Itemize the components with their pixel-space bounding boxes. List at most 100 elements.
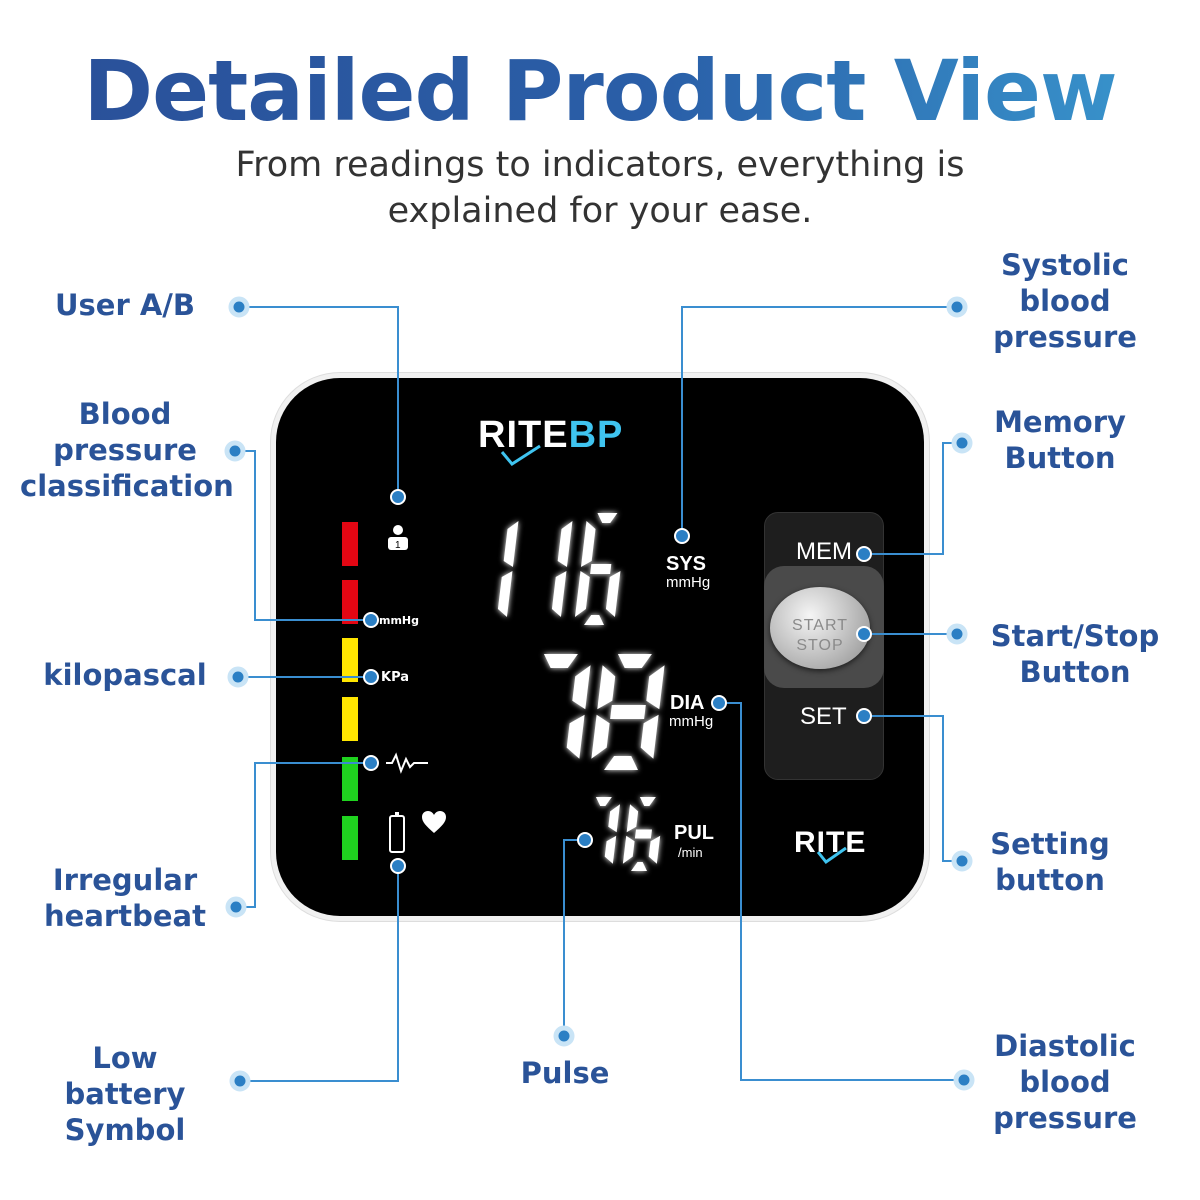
dot-battery <box>229 1070 251 1092</box>
classification-bar-red-1 <box>342 522 358 566</box>
sys-digit-2 <box>574 513 621 625</box>
segment-d <box>604 756 638 770</box>
pul-label: PUL <box>674 822 714 844</box>
dia-unit: mmHg <box>669 713 714 730</box>
page-subtitle: From readings to indicators, everything … <box>235 145 965 231</box>
kpa-indicator: KPa <box>381 670 410 685</box>
classification-bar-yellow-2 <box>342 697 358 741</box>
segment-b <box>646 665 665 710</box>
sys-digit-1 <box>551 521 573 617</box>
dot-irregular <box>225 896 247 918</box>
anchor-setting <box>856 708 872 724</box>
anchor-mmhg <box>363 612 379 628</box>
sys-label: SYS <box>666 553 707 575</box>
segment-d <box>584 615 604 625</box>
anchor-memory <box>856 546 872 562</box>
dot-systolic <box>946 296 968 318</box>
callout-diastolic: Diastolic blood pressure <box>993 1029 1137 1135</box>
battery-icon <box>389 812 405 853</box>
dot-memory <box>951 432 973 454</box>
leader-lines <box>235 306 964 1082</box>
segment-a <box>543 654 578 668</box>
heartbeat-icon <box>386 752 428 774</box>
callout-kilopascal: kilopascal <box>43 658 207 692</box>
segment-a <box>597 513 618 523</box>
page-title: Detailed Product View <box>0 42 1200 140</box>
segment-g <box>590 564 612 574</box>
anchor-systolic <box>674 528 690 544</box>
segment-b <box>557 521 573 567</box>
dot-kilopascal <box>227 666 249 688</box>
segment-c <box>566 714 585 759</box>
set-button[interactable]: SET <box>800 703 847 730</box>
segment-c <box>551 571 567 617</box>
leader-dots <box>224 296 975 1092</box>
segment-d <box>631 862 647 871</box>
anchor-pulse <box>577 832 593 848</box>
dot-diastolic <box>953 1069 975 1091</box>
mmhg-indicator: mmHg <box>379 614 420 627</box>
anchor-diastolic <box>711 695 727 711</box>
dia-digit-0 <box>543 654 591 759</box>
dot-startstop <box>946 623 968 645</box>
classification-bar-yellow-1 <box>342 638 358 682</box>
callout-irregular: Irregular heartbeat <box>44 863 206 933</box>
dot-user <box>228 296 250 318</box>
segment-f <box>580 521 596 567</box>
anchor-kpa <box>363 669 379 685</box>
callout-systolic: Systolic blood pressure <box>993 248 1137 354</box>
anchor-startstop <box>856 626 872 642</box>
anchor-battery <box>390 858 406 874</box>
callout-startstop: Start/Stop Button <box>990 619 1160 689</box>
segment-a <box>595 797 612 806</box>
classification-bar-red-2 <box>342 580 358 624</box>
rite-logo-small: RITE <box>794 826 867 859</box>
sys-digit-0 <box>497 521 519 617</box>
classification-bar-green-2 <box>342 816 358 860</box>
callout-pulse: Pulse <box>520 1056 610 1090</box>
pul-unit: /min <box>678 845 703 860</box>
logo-small-check-icon <box>816 846 847 865</box>
segment-a <box>617 654 652 668</box>
ritebp-logo: RITEBP <box>478 414 624 456</box>
user-icon: 1 <box>388 525 408 551</box>
segment-b <box>572 665 591 710</box>
segment-a <box>639 797 656 806</box>
segment-f <box>626 804 639 833</box>
segment-e <box>622 835 635 864</box>
segment-e <box>574 571 590 617</box>
dot-pulse <box>553 1025 575 1047</box>
segment-c <box>640 714 659 759</box>
callout-setting: Setting button <box>990 827 1110 897</box>
heart-icon <box>422 811 446 833</box>
segment-c <box>604 835 617 864</box>
segment-c <box>605 571 621 617</box>
dot-classification <box>224 440 246 462</box>
mem-button[interactable]: MEM <box>796 538 852 565</box>
pul-digit-0 <box>595 797 621 864</box>
callout-memory: Memory Button <box>994 405 1126 475</box>
dia-label: DIA <box>670 692 705 714</box>
start-stop-button[interactable]: START STOP <box>770 587 870 669</box>
segment-c <box>497 571 513 617</box>
segment-g <box>610 705 646 719</box>
digit-display <box>497 513 665 871</box>
classification-bar-green-1 <box>342 757 358 801</box>
anchor-heartbeat <box>363 755 379 771</box>
segment-c <box>648 835 661 864</box>
segment-b <box>503 521 519 567</box>
pul-digit-1 <box>622 797 661 871</box>
dot-setting <box>951 850 973 872</box>
stop-label: STOP <box>796 637 844 654</box>
dia-digit-1 <box>591 654 665 770</box>
callout-user: User A/B <box>54 288 195 322</box>
svg-text:1: 1 <box>395 540 401 551</box>
callout-classification: Blood pressure classification <box>20 397 234 503</box>
segment-f <box>597 665 616 710</box>
logo-check-icon <box>500 444 541 466</box>
start-label: START <box>792 617 848 634</box>
segment-b <box>608 804 621 833</box>
segment-e <box>591 714 610 759</box>
sys-unit: mmHg <box>666 574 711 591</box>
